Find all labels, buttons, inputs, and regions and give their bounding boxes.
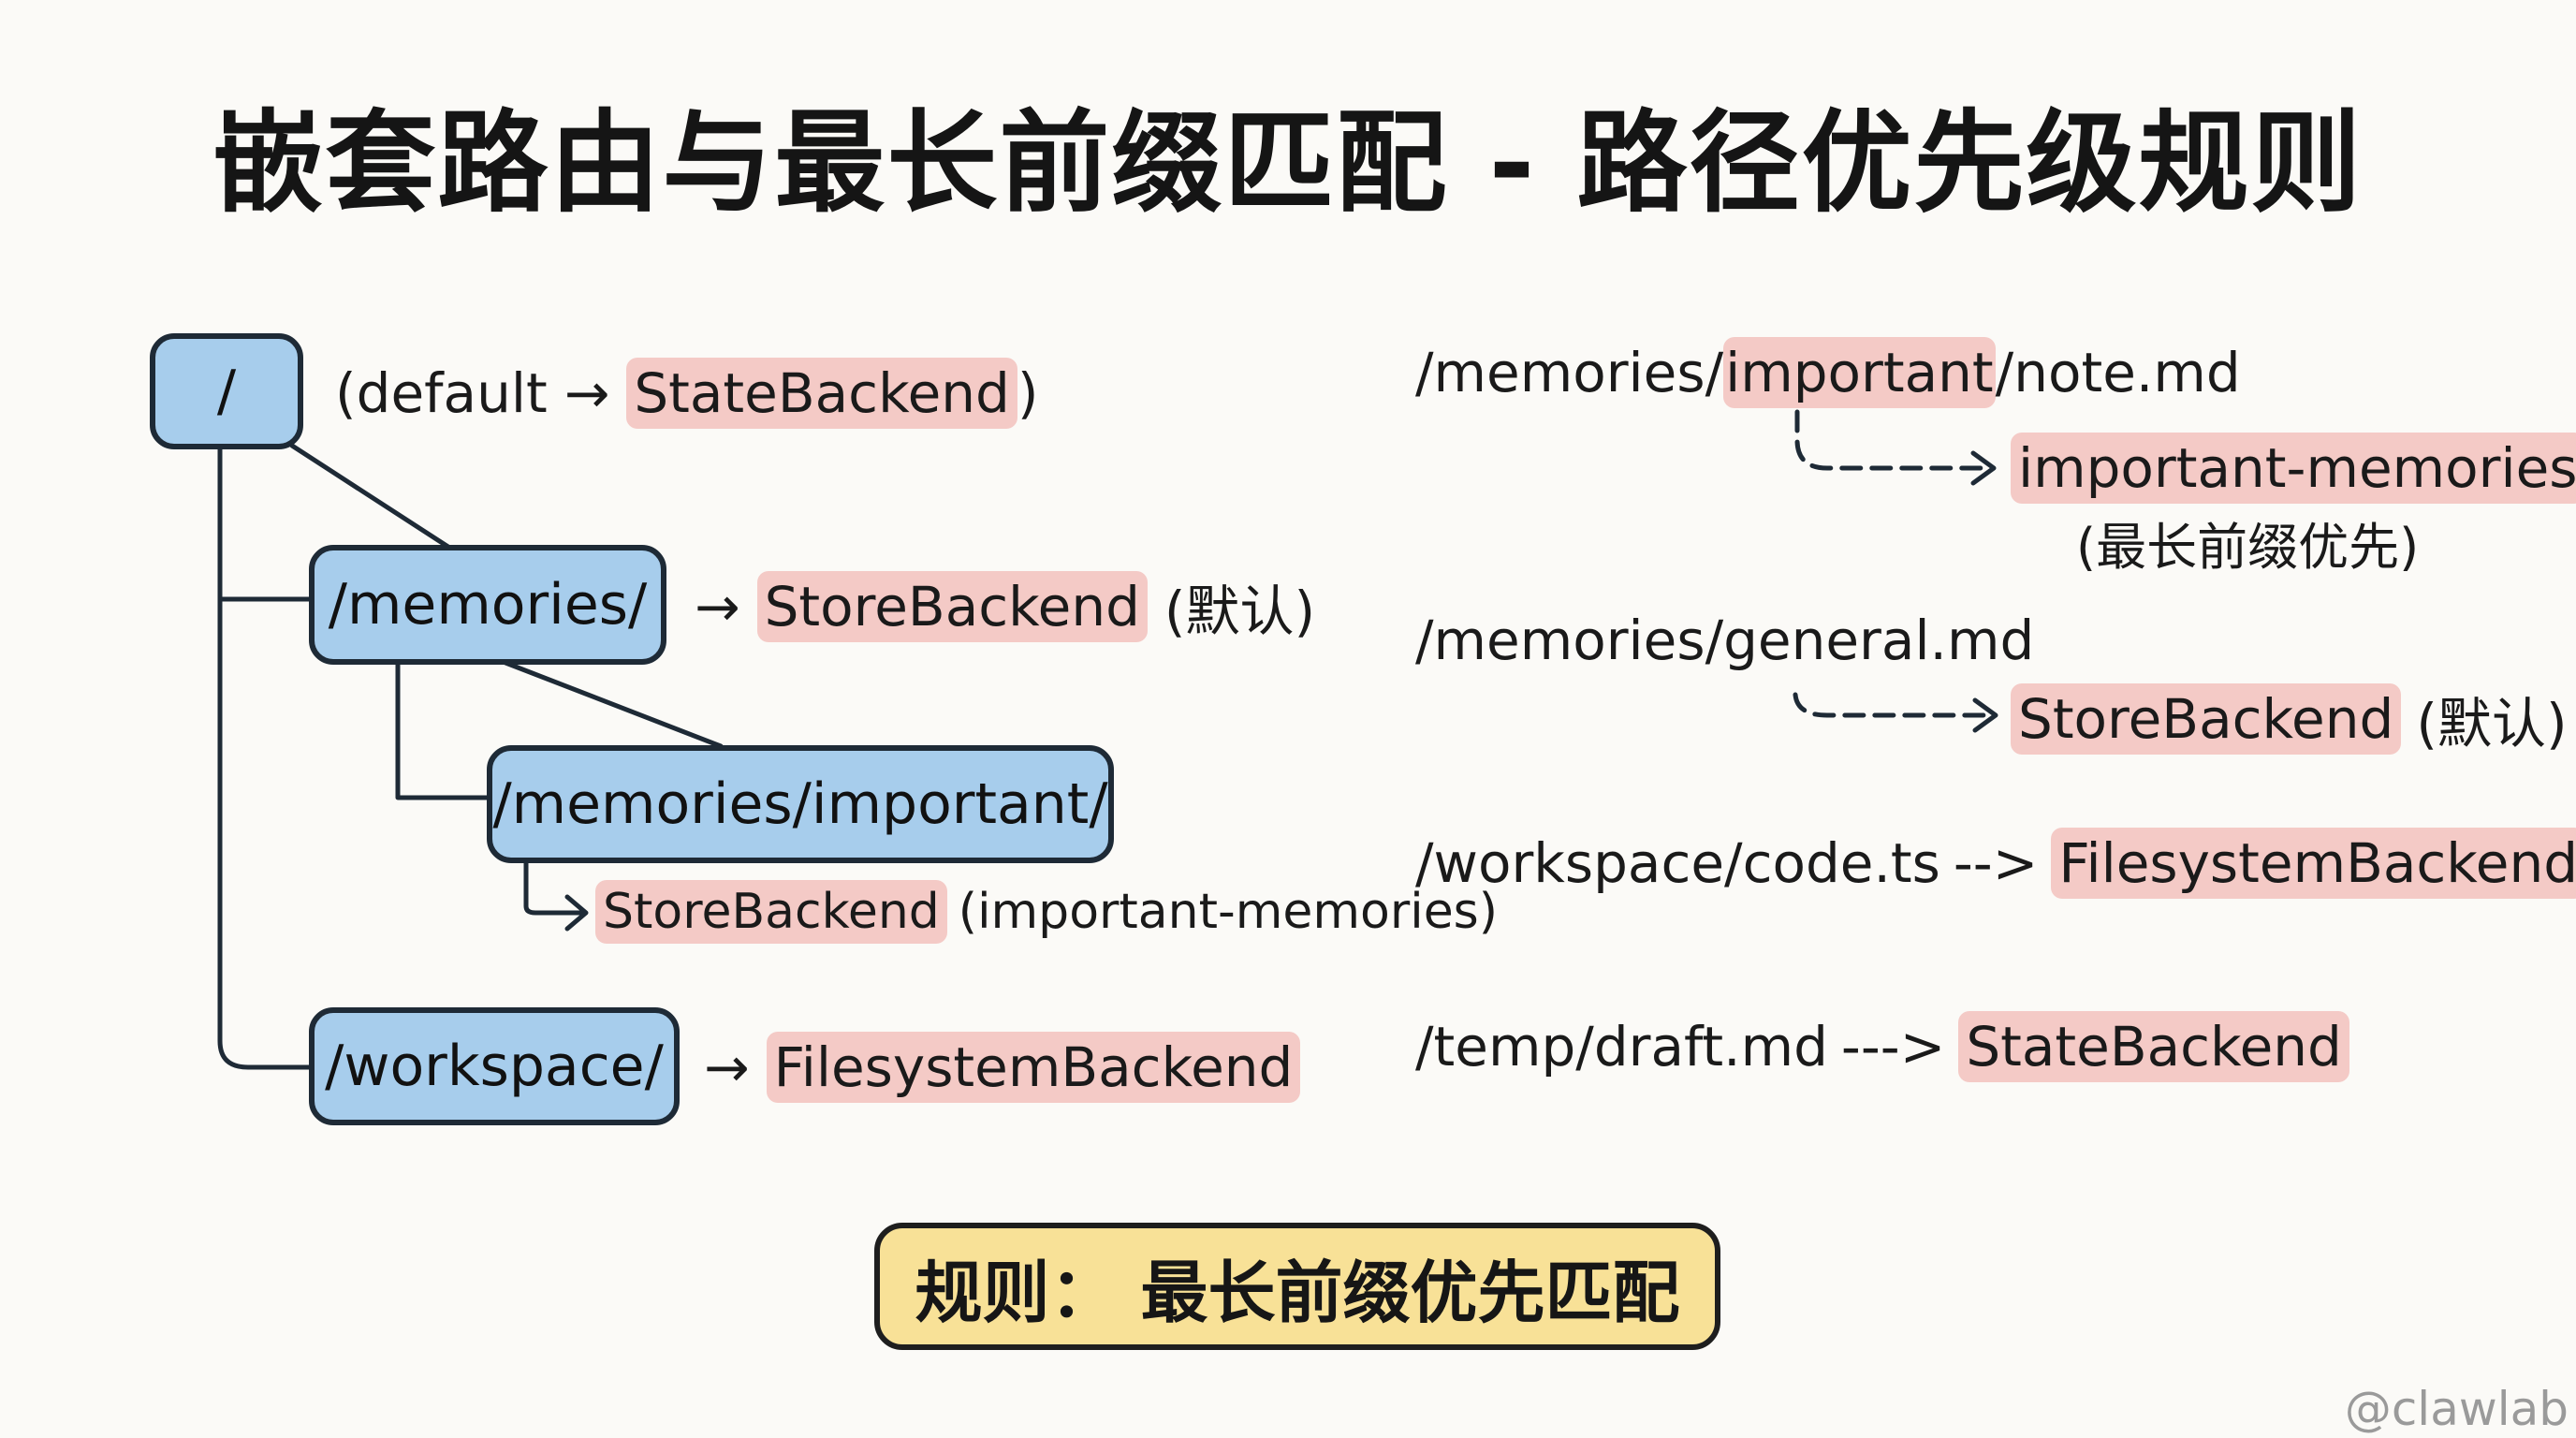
ex2-backend-badge: StoreBackend	[2011, 683, 2402, 755]
route-root-backend: (default → StateBackend )	[335, 358, 1039, 429]
root-backend-badge: StateBackend	[626, 358, 1017, 429]
root-note-prefix: (default	[335, 361, 548, 425]
memories-backend-badge: StoreBackend	[756, 571, 1148, 642]
example-3: /workspace/code.ts --> FilesystemBackend	[1415, 828, 2576, 899]
root-note-suffix: )	[1017, 361, 1039, 425]
workspace-arrow: →	[704, 1035, 750, 1099]
route-important-backend: StoreBackend (important-memories)	[595, 880, 1498, 944]
ex1-dashed-arrow	[1794, 409, 1992, 471]
example-2-path: /memories/general.md	[1415, 609, 2034, 672]
rule-box: 规则： 最长前缀优先匹配	[874, 1223, 1720, 1350]
page-title: 嵌套路由与最长前缀匹配 - 路径优先级规则	[212, 98, 2364, 227]
ex4-backend-badge: StateBackend	[1958, 1011, 2349, 1082]
branch-important-backend	[523, 857, 587, 916]
route-node-important: /memories/important/	[487, 745, 1114, 863]
route-node-workspace: /workspace/	[309, 1007, 680, 1125]
ex1-backend-badge: important-memories	[2011, 433, 2576, 504]
route-node-memories: /memories/	[309, 545, 666, 665]
diag-memories-important	[498, 658, 724, 749]
example-1-path: /memories/important/note.md	[1415, 337, 2241, 408]
example-1-backend: important-memories	[2011, 433, 2576, 504]
route-workspace-backend: → FilesystemBackend	[687, 1032, 1301, 1103]
route-memories-backend: → StoreBackend (默认)	[678, 567, 1315, 646]
ex2-dashed-arrow	[1793, 692, 1995, 718]
workspace-backend-badge: FilesystemBackend	[766, 1032, 1301, 1103]
watermark: @clawlab	[2344, 1382, 2569, 1436]
route-node-root: /	[150, 333, 303, 449]
ex3-arrow: -->	[1953, 831, 2039, 895]
trunk-line	[217, 445, 312, 1070]
example-1-note: (最长前缀优先)	[2076, 506, 2419, 580]
ex1-path-prefix: /memories/	[1415, 341, 1724, 404]
ex1-note: (最长前缀优先)	[2076, 518, 2420, 577]
route-node-root-label: /	[216, 359, 237, 424]
ex4-arrow: --->	[1840, 1015, 1946, 1078]
ex2-path: /memories/general.md	[1415, 609, 2035, 672]
rule-text: 规则： 最长前缀优先匹配	[915, 1253, 1680, 1332]
memories-note: (默认)	[1164, 580, 1316, 643]
memories-arrow: →	[695, 575, 740, 638]
ex1-path-match: important	[1723, 337, 1996, 408]
ex2-note: (默认)	[2416, 692, 2568, 756]
ex1-path-suffix: /note.md	[1995, 341, 2241, 404]
route-node-memories-label: /memories/	[328, 572, 648, 638]
route-node-important-label: /memories/important/	[492, 771, 1108, 837]
route-node-workspace-label: /workspace/	[325, 1034, 664, 1099]
example-2-backend: StoreBackend (默认)	[2011, 680, 2568, 758]
branch-important	[395, 660, 491, 800]
example-4: /temp/draft.md ---> StateBackend	[1415, 1011, 2349, 1082]
root-arrow: →	[564, 361, 610, 425]
ex3-backend-badge: FilesystemBackend	[2051, 828, 2576, 899]
ex3-path: /workspace/code.ts	[1415, 831, 1940, 895]
important-note: (important-memories)	[958, 884, 1499, 940]
important-backend-badge: StoreBackend	[595, 880, 947, 944]
diag-root-memories	[289, 443, 460, 555]
ex4-path: /temp/draft.md	[1415, 1015, 1828, 1078]
